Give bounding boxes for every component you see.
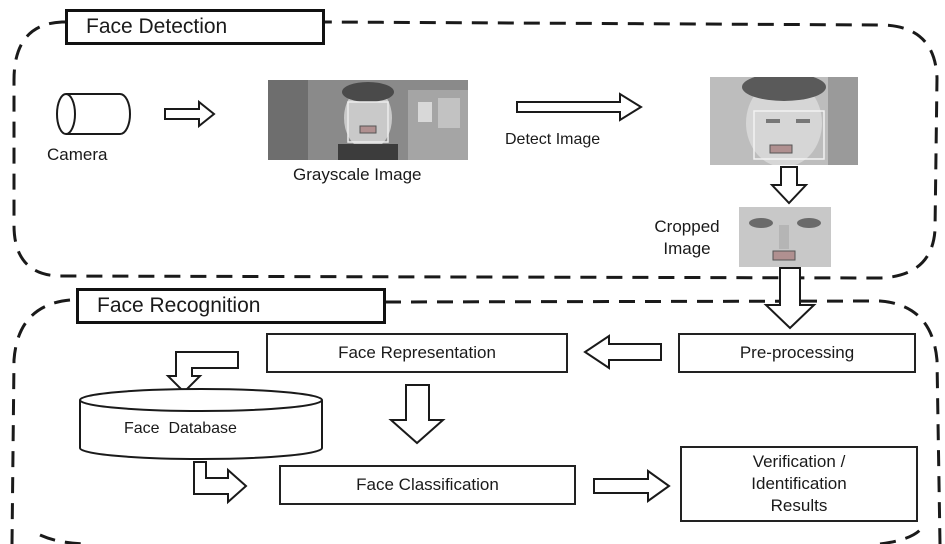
results-label: Verification / Identification Results	[751, 452, 847, 515]
grayscale-image	[268, 80, 468, 160]
preprocessing-box: Pre-processing	[678, 333, 916, 373]
face-classification-box: Face Classification	[279, 465, 576, 505]
grayscale-label: Grayscale Image	[293, 165, 422, 184]
camera-label: Camera	[47, 145, 108, 164]
recognition-region-border-bottom	[39, 528, 922, 544]
face-recognition-title-text: Face Recognition	[97, 294, 261, 317]
arrow-database-to-classification	[193, 461, 248, 505]
face-representation-label: Face Representation	[338, 343, 496, 362]
arrow-representation-to-database	[165, 351, 239, 394]
camera-icon	[56, 93, 131, 135]
face-detection-title-text: Face Detection	[86, 15, 228, 38]
face-recognition-title: Face Recognition	[76, 288, 386, 324]
arrow-grayscale-to-detect	[516, 92, 643, 122]
face-database-label: Face Database	[124, 420, 237, 437]
arrow-cropped-to-preprocessing	[763, 267, 817, 330]
arrow-detect-to-cropped	[769, 166, 809, 205]
detection-region-border	[12, 20, 939, 280]
cropped-image-label: Cropped Image	[654, 217, 720, 258]
face-representation-box: Face Representation	[266, 333, 568, 373]
detected-face-image	[710, 77, 858, 165]
arrow-classification-to-results	[593, 469, 671, 503]
face-detection-title: Face Detection	[65, 9, 325, 45]
arrow-camera-to-grayscale	[164, 99, 216, 129]
detect-image-label: Detect Image	[505, 131, 601, 148]
recognition-region-border	[10, 298, 71, 544]
database-cylinder-icon	[79, 388, 323, 460]
arrow-representation-to-classification	[388, 384, 446, 445]
cropped-face-image	[739, 207, 831, 267]
arrow-preprocessing-to-representation	[583, 334, 662, 370]
results-box: Verification / Identification Results	[680, 446, 918, 522]
preprocessing-label: Pre-processing	[739, 343, 855, 362]
recognition-region-border-top	[384, 299, 942, 544]
face-classification-label: Face Classification	[356, 475, 499, 494]
